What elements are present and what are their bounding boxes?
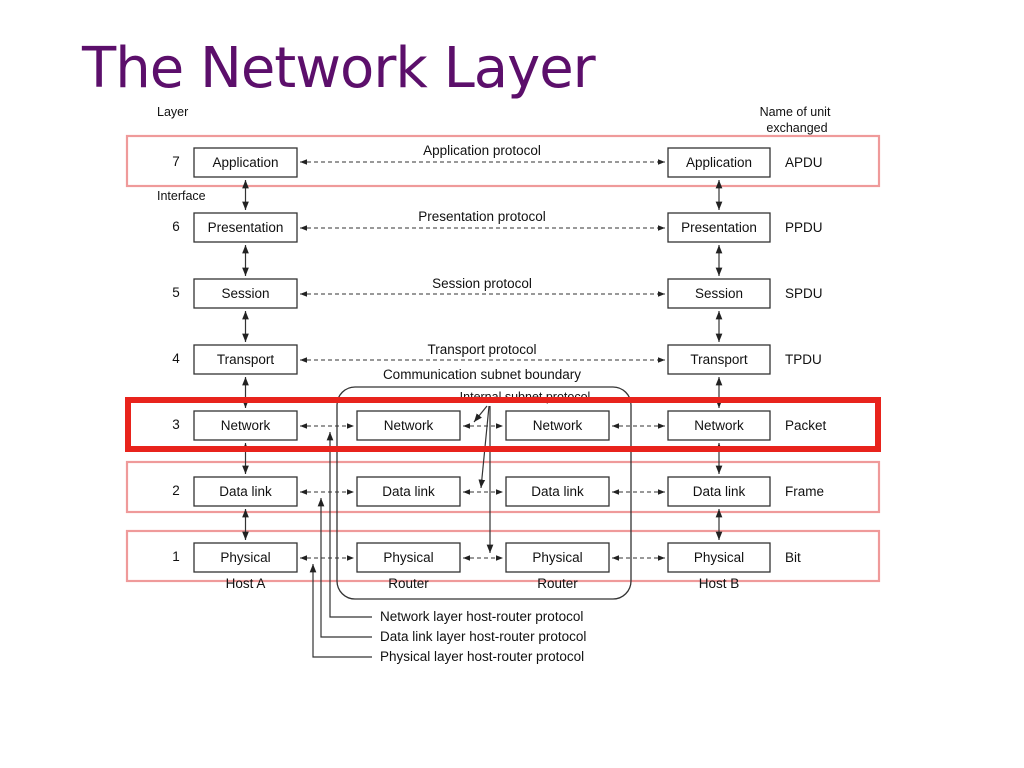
layer-number: 1	[172, 549, 180, 564]
host-a-transport-label: Transport	[217, 352, 275, 367]
host-b-application-label: Application	[686, 155, 752, 170]
interface-label: Interface	[157, 189, 206, 203]
host-b-label: Host B	[699, 576, 740, 591]
router-1-network-label: Network	[384, 418, 434, 433]
session-protocol-label: Session protocol	[432, 276, 532, 291]
host-a-label: Host A	[226, 576, 266, 591]
router-1-stack: Network Data link Physical	[356, 410, 461, 573]
unit-name: Frame	[785, 484, 824, 499]
unit-name: Bit	[785, 550, 801, 565]
host-a-application-box	[193, 147, 298, 178]
unit-name: APDU	[785, 155, 823, 170]
host-b-network-box	[667, 410, 771, 441]
layer-column-header: Layer	[157, 105, 188, 119]
host-b-physical-box	[667, 542, 771, 573]
router-2-datalink-box	[505, 476, 610, 507]
host-a-application-label: Application	[212, 155, 278, 170]
host-a-session-box	[193, 278, 298, 309]
slide-title: The Network Layer	[82, 36, 596, 101]
layer-number: 7	[172, 154, 180, 169]
application-protocol-label: Application protocol	[423, 143, 541, 158]
node-labels: Host A Router Router Host B	[226, 576, 740, 591]
host-b-presentation-box	[667, 212, 771, 243]
router-2-network-label: Network	[533, 418, 583, 433]
host-a-datalink-box	[193, 476, 298, 507]
peer-protocol-arrows	[300, 159, 665, 363]
router-2-network-box	[505, 410, 610, 441]
router-2-stack: Network Data link Physical	[505, 410, 610, 573]
host-b-datalink-label: Data link	[693, 484, 746, 499]
host-b-network-label: Network	[694, 418, 744, 433]
highlight-layer-2	[125, 460, 881, 514]
internal-pointer-network	[473, 405, 488, 423]
legend-datalink-host-router: Data link layer host-router protocol	[380, 629, 586, 644]
host-a-presentation-label: Presentation	[208, 220, 284, 235]
host-b-session-box	[667, 278, 771, 309]
legend-physical-host-router: Physical layer host-router protocol	[380, 649, 584, 664]
legend: Network layer host-router protocol Data …	[380, 609, 586, 664]
layer-numbers: 7 6 5 4 3 2 1	[172, 154, 180, 564]
host-b-datalink-box	[667, 476, 771, 507]
layer-number: 4	[172, 351, 180, 366]
host-a-transport-box	[193, 344, 298, 375]
router-1-network-box	[356, 410, 461, 441]
layer-number: 6	[172, 219, 180, 234]
unit-name: PPDU	[785, 220, 823, 235]
router-1-label: Router	[388, 576, 429, 591]
layer-number: 3	[172, 417, 180, 432]
router-2-physical-box	[505, 542, 610, 573]
unit-column-header-line2: exchanged	[766, 121, 827, 135]
highlight-layer-7	[125, 134, 881, 188]
host-a-stack: Application Presentation Session Transpo…	[193, 147, 298, 573]
router-1-datalink-box	[356, 476, 461, 507]
host-b-application-box	[667, 147, 771, 178]
transport-protocol-label: Transport protocol	[427, 342, 536, 357]
unit-column-header-line1: Name of unit	[760, 105, 831, 119]
legend-leader-lines	[309, 432, 372, 658]
network-host-router-leader	[326, 432, 372, 618]
legend-network-host-router: Network layer host-router protocol	[380, 609, 583, 624]
unit-name: TPDU	[785, 352, 822, 367]
host-b-presentation-label: Presentation	[681, 220, 757, 235]
subnet-boundary-label: Communication subnet boundary	[383, 367, 581, 382]
router-2-physical-label: Physical	[532, 550, 582, 565]
unit-names: APDU PPDU SPDU TPDU Packet Frame Bit	[785, 155, 827, 565]
host-a-physical-box	[193, 542, 298, 573]
host-b-stack: Application Presentation Session Transpo…	[667, 147, 771, 573]
subnet-dashed-arrows	[300, 423, 665, 561]
host-b-transport-label: Transport	[690, 352, 748, 367]
highlight-layer-1	[125, 529, 881, 583]
host-b-transport-box	[667, 344, 771, 375]
router-1-physical-box	[356, 542, 461, 573]
router-1-physical-label: Physical	[383, 550, 433, 565]
highlight-network-layer	[125, 397, 881, 452]
unit-name: Packet	[785, 418, 827, 433]
router-2-label: Router	[537, 576, 578, 591]
host-a-network-box	[193, 410, 298, 441]
datalink-host-router-leader	[317, 498, 372, 638]
unit-name: SPDU	[785, 286, 823, 301]
layer-number: 2	[172, 483, 180, 498]
host-a-network-label: Network	[221, 418, 271, 433]
host-a-physical-label: Physical	[220, 550, 270, 565]
host-a-datalink-label: Data link	[219, 484, 272, 499]
host-a-presentation-box	[193, 212, 298, 243]
layer-number: 5	[172, 285, 180, 300]
host-b-physical-label: Physical	[694, 550, 744, 565]
presentation-protocol-label: Presentation protocol	[418, 209, 546, 224]
physical-host-router-leader	[309, 564, 372, 658]
router-1-datalink-label: Data link	[382, 484, 435, 499]
host-a-session-label: Session	[221, 286, 269, 301]
peer-protocol-labels: Application protocol Presentation protoc…	[418, 143, 546, 357]
host-b-session-label: Session	[695, 286, 743, 301]
router-2-datalink-label: Data link	[531, 484, 584, 499]
